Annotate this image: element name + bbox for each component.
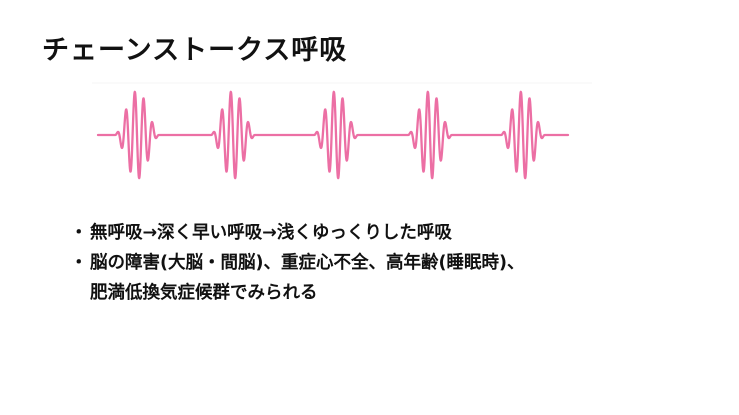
bullet-list: ・ 無呼吸→深く早い呼吸→浅くゆっくりした呼吸 ・ 脳の障害(大脳・間脳)、重症…	[68, 218, 525, 308]
bullet-text: 脳の障害(大脳・間脳)、重症心不全、高年齢(睡眠時)、	[90, 253, 525, 273]
bullet-marker: ・	[70, 223, 88, 243]
bullet-item-2: ・ 脳の障害(大脳・間脳)、重症心不全、高年齢(睡眠時)、 肥満低換気症候群でみ…	[68, 248, 525, 308]
bullet-text-continued: 肥満低換気症候群でみられる	[90, 283, 318, 303]
bullet-item-1: ・ 無呼吸→深く早い呼吸→浅くゆっくりした呼吸	[68, 218, 525, 248]
waveform-svg	[92, 82, 592, 180]
page-title: チェーンストークス呼吸	[42, 35, 348, 66]
waveform-line	[96, 90, 570, 180]
breathing-waveform-diagram	[92, 82, 592, 188]
bullet-marker: ・	[70, 253, 88, 273]
bullet-text: 無呼吸→深く早い呼吸→浅くゆっくりした呼吸	[90, 223, 452, 243]
